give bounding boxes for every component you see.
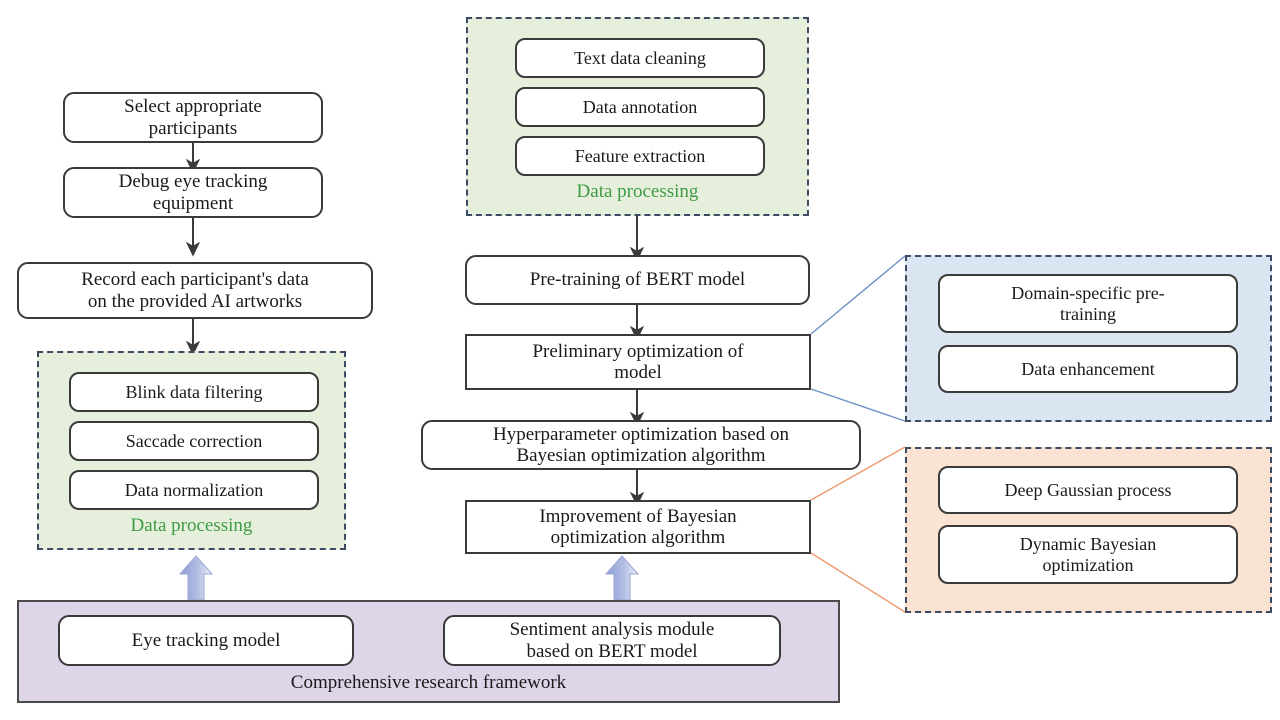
group-label-eye-data-processing: Data processing <box>130 515 253 536</box>
node-pretraining-bert[interactable]: Pre-training of BERT model <box>465 255 810 305</box>
group-text-data-processing: Text data cleaning Data annotation Featu… <box>466 17 809 216</box>
node-feature-extraction[interactable]: Feature extraction <box>515 136 765 176</box>
node-debug-eye-tracking[interactable]: Debug eye tracking equipment <box>63 167 323 218</box>
node-dynamic-bayesian-optimization[interactable]: Dynamic Bayesian optimization <box>938 525 1238 584</box>
group-label-text-data-processing: Data processing <box>576 181 699 202</box>
node-blink-data-filtering[interactable]: Blink data filtering <box>69 372 319 412</box>
frame-label-comprehensive-research: Comprehensive research framework <box>290 672 567 693</box>
frame-comprehensive-research: Eye tracking model Sentiment analysis mo… <box>17 600 840 703</box>
node-domain-specific-pretraining[interactable]: Domain-specific pre- training <box>938 274 1238 333</box>
node-data-normalization[interactable]: Data normalization <box>69 470 319 510</box>
node-preliminary-optimization[interactable]: Preliminary optimization of model <box>465 334 811 390</box>
node-data-enhancement[interactable]: Data enhancement <box>938 345 1238 393</box>
block-arrow-left <box>178 555 214 601</box>
node-text-data-cleaning[interactable]: Text data cleaning <box>515 38 765 78</box>
node-sentiment-analysis-module[interactable]: Sentiment analysis module based on BERT … <box>443 615 781 666</box>
node-deep-gaussian-process[interactable]: Deep Gaussian process <box>938 466 1238 514</box>
node-hyperparameter-optimization[interactable]: Hyperparameter optimization based on Bay… <box>421 420 861 470</box>
block-arrow-center <box>604 555 640 601</box>
node-eye-tracking-model[interactable]: Eye tracking model <box>58 615 354 666</box>
group-pretraining-enhancements: Domain-specific pre- training Data enhan… <box>905 255 1272 422</box>
group-bayesian-improvements: Deep Gaussian process Dynamic Bayesian o… <box>905 447 1272 613</box>
node-select-participants[interactable]: Select appropriate participants <box>63 92 323 143</box>
node-saccade-correction[interactable]: Saccade correction <box>69 421 319 461</box>
node-data-annotation[interactable]: Data annotation <box>515 87 765 127</box>
group-eye-data-processing: Blink data filtering Saccade correction … <box>37 351 346 550</box>
node-improvement-bayesian[interactable]: Improvement of Bayesian optimization alg… <box>465 500 811 554</box>
node-record-participant-data[interactable]: Record each participant's data on the pr… <box>17 262 373 319</box>
